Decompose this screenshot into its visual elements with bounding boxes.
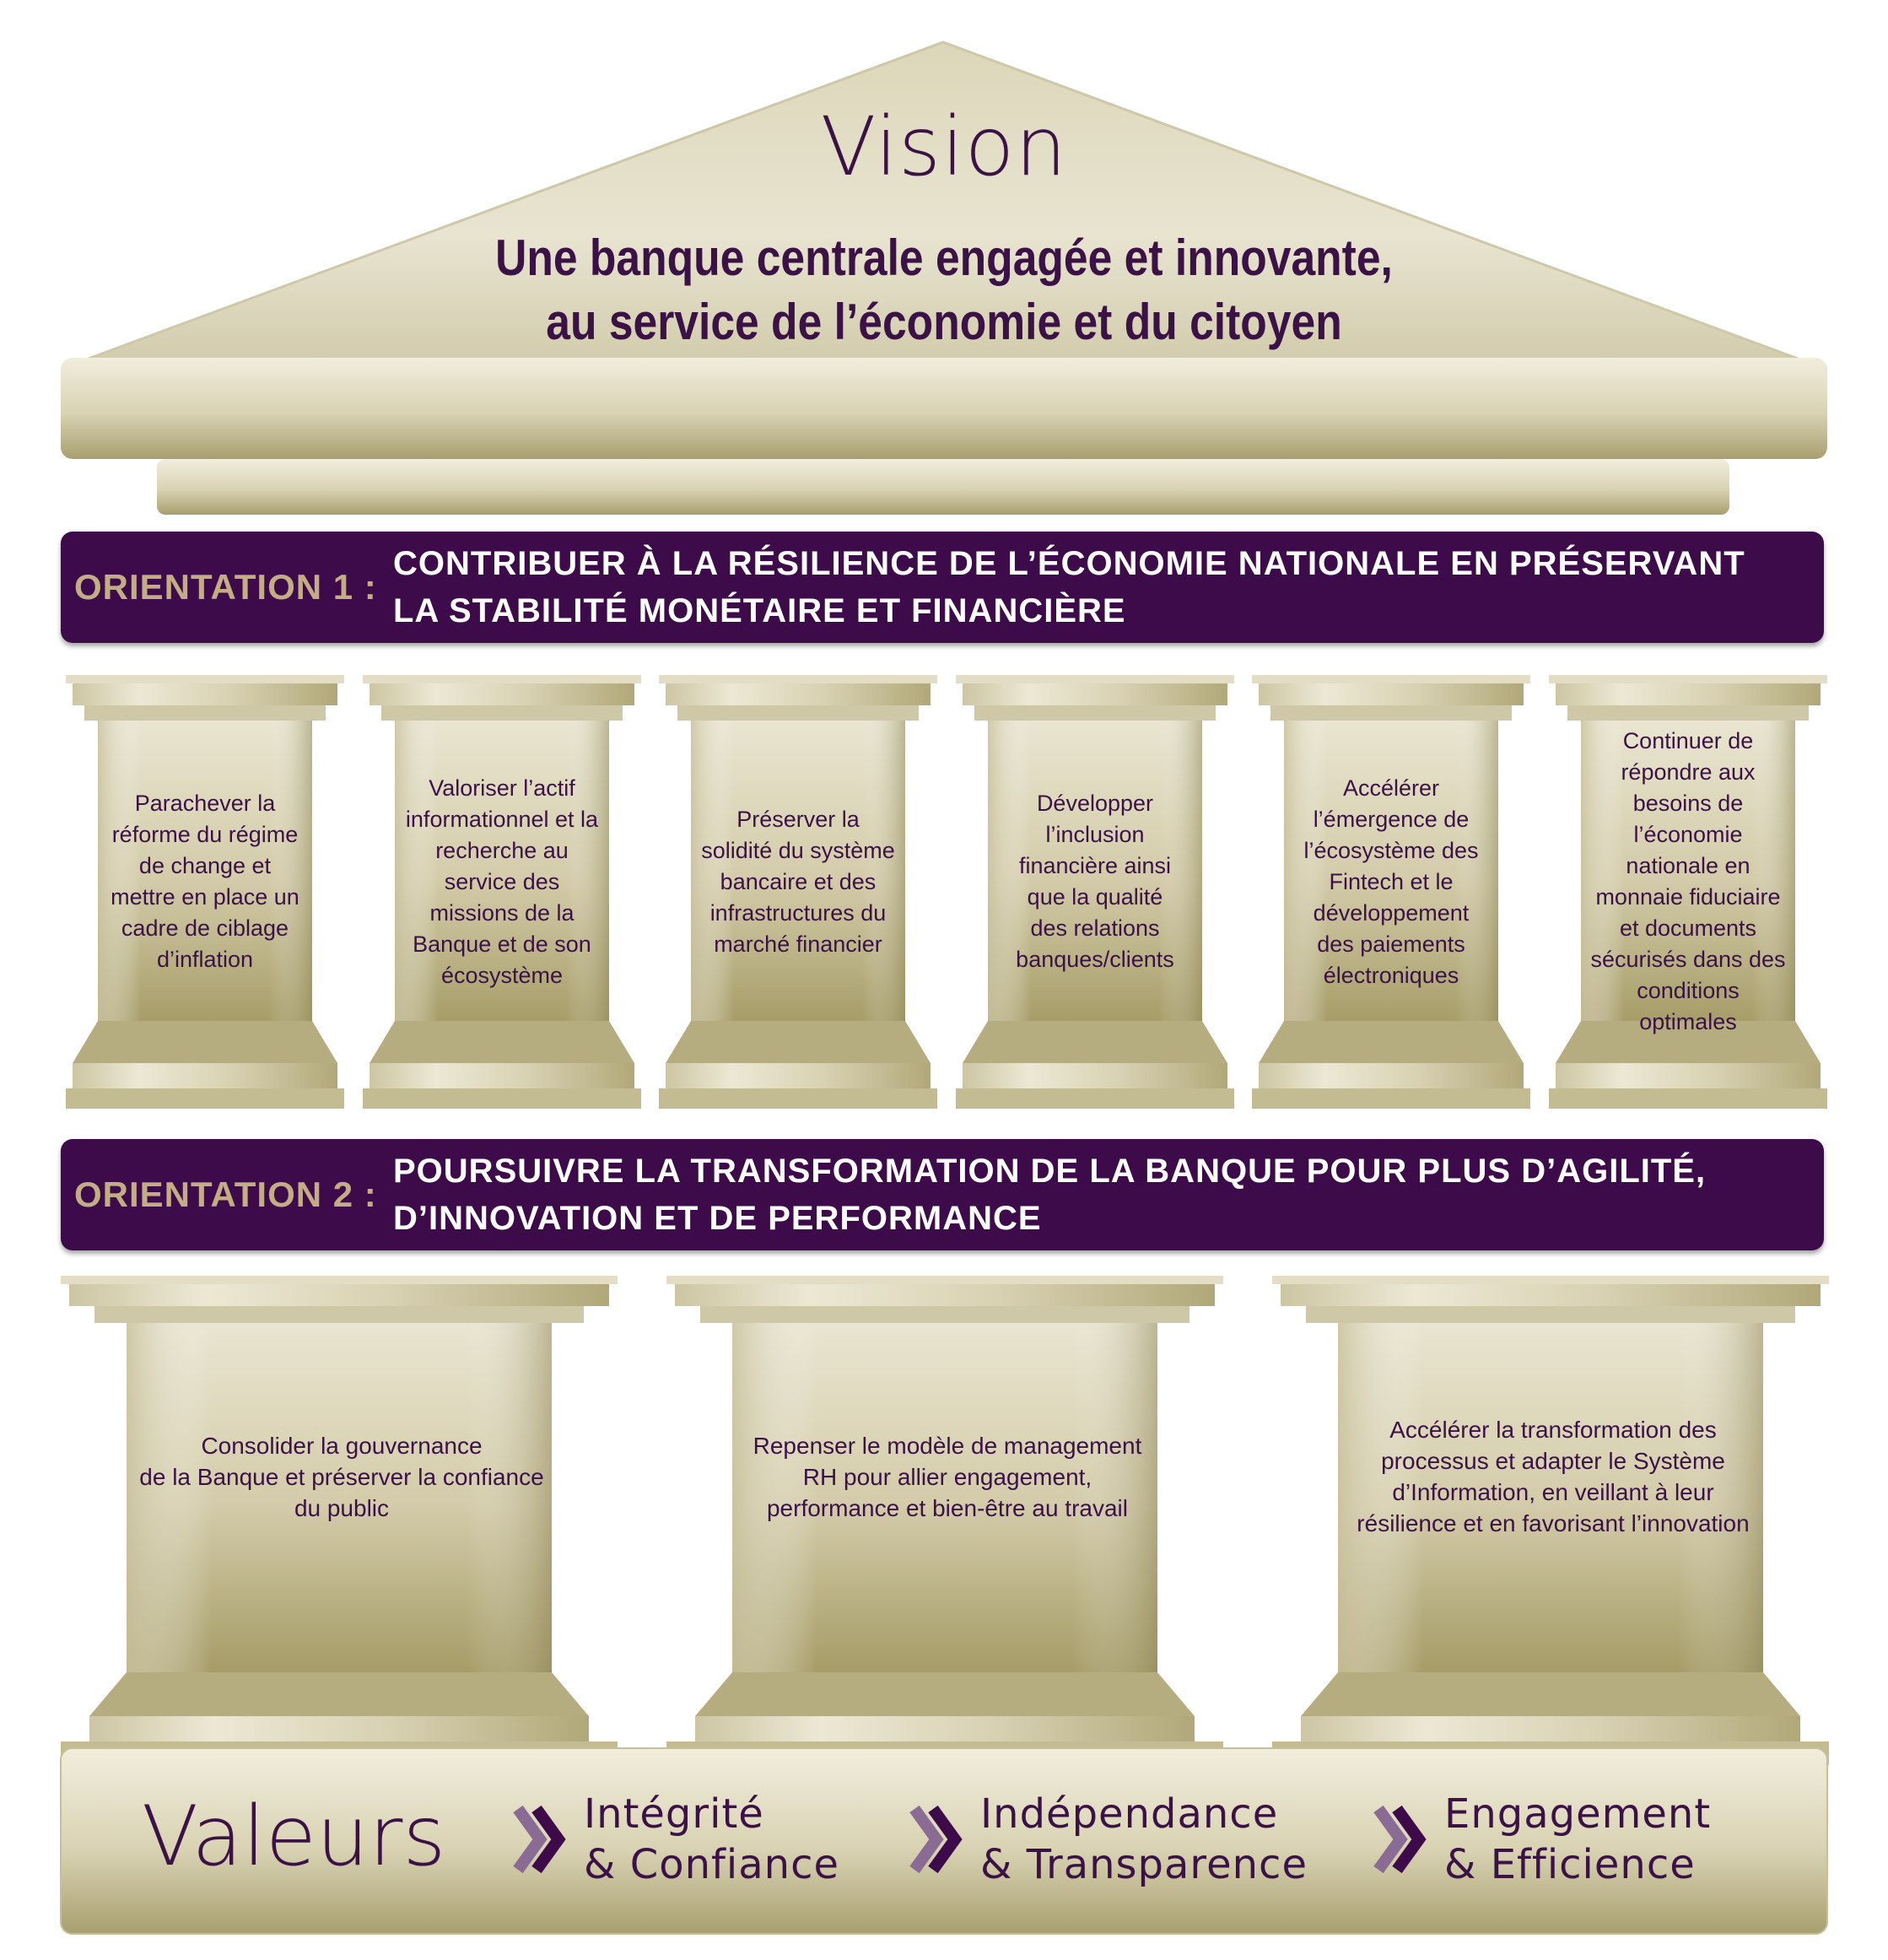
pillar-text-line: écosystème [440,962,564,988]
pillar-text-line: banques/clients [1016,947,1174,972]
pillar-text-line: processus et adapter le Système [1381,1448,1725,1474]
pillar-text-line: financière ainsi [1018,853,1172,878]
orientation-1-title-line-1: CONTRIBUER À LA RÉSILIENCE DE L’ÉCONOMIE… [393,545,1745,582]
pillar-text-line: mettre en place un [111,884,299,910]
pillar-text-line: Préserver la [736,806,860,832]
value-integrite-line-2: & Confiance [584,1841,839,1888]
pillar-text-line: monnaie fiduciaire [1595,884,1781,910]
orientation-2-label: ORIENTATION 2 : [74,1174,377,1214]
pillar-text-line: du public [294,1494,390,1521]
double-chevron-right-icon [1373,1805,1427,1874]
pillar-text-line: Accélérer [1342,775,1440,801]
pillar-text-line: missions de la [429,899,574,926]
pillar-3-text: Préserver la solidité du système bancaire … [696,726,900,1038]
pillar-6-text: Continuer de répondre aux besoins de l’écon… [1586,726,1790,1038]
valeurs-title: Valeurs [142,1789,446,1885]
vision-statement: Une banque centrale engagée et innovante… [423,226,1466,354]
pillar-9-text: Accélérer la transformation des processus… [1346,1384,1760,1569]
pillar-text-line: infrastructures du [709,899,887,926]
pillar-8-text: Repenser le modèle de management RH pour … [741,1384,1154,1569]
value-integrite: Intégrité & Confiance [584,1789,839,1890]
orientation-1-band [61,532,1824,643]
value-integrite-line-1: Intégrité [584,1790,764,1838]
pillar-text-line: Accélérer la transformation des [1389,1417,1717,1443]
vision-line-2: au service de l’économie et du citoyen [546,294,1342,350]
pillar-text-line: service des [444,868,560,894]
value-engagement-line-2: & Efficience [1444,1841,1696,1888]
pillar-text-line: l’inclusion [1045,822,1145,847]
orientation-1-title-line-2: LA STABILITÉ MONÉTAIRE ET FINANCIÈRE [393,592,1126,629]
pillar-text-line: de change et [138,853,272,878]
pillar-text-line: des relations [1030,915,1160,941]
pillar-text-line: d’Information, en veillant à leur [1392,1479,1714,1505]
pillar-text-line: bancaire et des [720,868,877,894]
pillar-text-line: et documents [1619,915,1757,941]
value-independance-line-1: Indépendance [980,1790,1279,1838]
pillar-text-line: besoins de [1632,791,1744,816]
pillar-text-line: Fintech et le [1329,868,1454,894]
pillar-text-line: conditions [1637,978,1740,1003]
pillar-text-line: solidité du système [701,837,895,863]
pillar-text-line: résilience et en favorisant l’innovation [1357,1510,1750,1536]
pillar-text-line: nationale en [1626,853,1750,878]
pillar-text-line: des paiements [1317,931,1465,957]
pillar-text-line: Parachever la [134,791,276,816]
value-independance: Indépendance & Transparence [980,1789,1308,1890]
pillar-text-line: de la Banque et préserver la confiance [139,1463,544,1490]
pillar-text-line: Banque et de son [413,931,591,957]
pillar-text-line: recherche au [435,837,569,863]
pillar-text-line: répondre aux [1621,759,1756,785]
orientation-2-title: POURSUIVRE LA TRANSFORMATION DE LA BANQU… [393,1147,1777,1242]
vision-title: Vision [820,100,1068,194]
pillar-text-line: développement [1313,899,1470,926]
pillar-text-line: optimales [1639,1009,1737,1034]
pillar-text-line: informationnel et la [405,806,599,832]
pillar-2-text: Valoriser l’actif informationnel et la rec… [400,726,604,1038]
pillar-text-line: cadre de ciblage [121,915,289,941]
pillar-text-line: Consolider la gouvernance [201,1432,483,1459]
value-engagement-line-1: Engagement [1444,1790,1712,1838]
pillar-text-line: sécurisés dans des [1590,947,1786,972]
valeurs-base [60,1747,1828,1935]
orientation-2-title-line-2: D’INNOVATION ET DE PERFORMANCE [393,1200,1042,1237]
pillar-text-line: Continuer de [1622,728,1754,753]
vision-line-1: Une banque centrale engagée et innovante… [495,229,1393,286]
pillar-text-line: électroniques [1323,962,1459,988]
orientation-2-band [61,1139,1824,1250]
pillar-text-line: marché financier [714,931,882,957]
pillar-text-line: réforme du régime [111,822,299,847]
double-chevron-right-icon [909,1805,963,1874]
pillar-text-line: RH pour allier engagement, [802,1463,1092,1490]
pillar-4-text: Développer l’inclusion financière ainsi que… [993,726,1197,1038]
value-engagement: Engagement & Efficience [1444,1789,1711,1890]
orientation-2-title-line-1: POURSUIVRE LA TRANSFORMATION DE LA BANQU… [393,1153,1707,1190]
pillar-text-line: performance et bien-être au travail [766,1494,1128,1521]
pillar-text-line: d’inflation [156,947,254,972]
pillar-text-line: Valoriser l’actif [429,775,575,801]
orientation-1-label: ORIENTATION 1 : [74,567,377,607]
value-independance-line-2: & Transparence [980,1841,1308,1888]
pillar-7-text: Consolider la gouvernance de la Banque et… [135,1384,548,1569]
double-chevron-right-icon [513,1805,566,1874]
pillar-1-text: Parachever la réforme du régime de change … [103,726,307,1038]
pillar-text-line: l’écosystème des [1303,837,1479,863]
pillar-text-line: que la qualité [1027,884,1163,910]
pillar-text-line: l’économie [1633,822,1743,847]
entablature [61,358,1827,459]
pillar-text-line: Repenser le modèle de management [753,1432,1142,1459]
pillar-text-line: l’émergence de [1313,806,1470,832]
orientation-1-title: CONTRIBUER À LA RÉSILIENCE DE L’ÉCONOMIE… [393,540,1777,634]
pillar-text-line: Développer [1036,791,1154,816]
